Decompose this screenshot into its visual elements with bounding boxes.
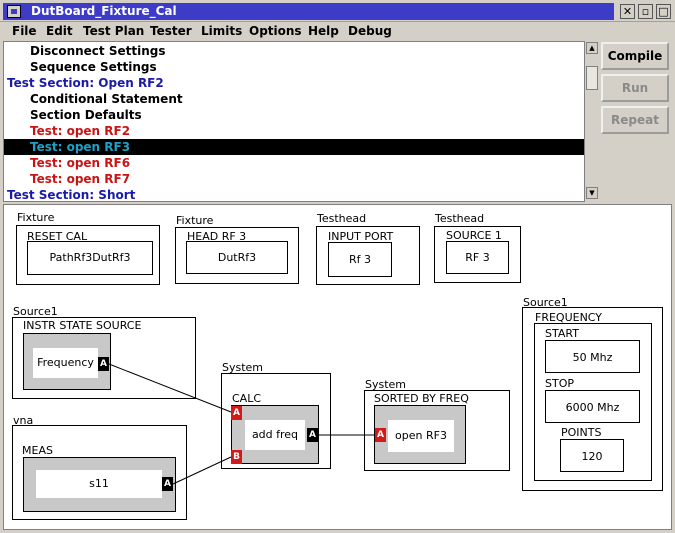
- block-title: INSTR STATE SOURCE: [23, 319, 142, 332]
- compile-button[interactable]: Compile: [601, 42, 669, 70]
- block-title: SOURCE 1: [446, 229, 502, 242]
- test-plan-list[interactable]: Disconnect Settings Sequence Settings Te…: [3, 41, 597, 202]
- stop-value[interactable]: 6000 Mhz: [545, 390, 640, 423]
- minimize-icon[interactable]: ▫: [638, 4, 653, 19]
- input-port-b[interactable]: B: [231, 450, 242, 464]
- output-port-a[interactable]: A: [162, 477, 173, 491]
- menu-tester[interactable]: Tester: [150, 24, 192, 38]
- start-label: START: [545, 327, 579, 340]
- block-title: CALC: [232, 392, 262, 405]
- input-port-a[interactable]: A: [231, 406, 242, 420]
- menu-bar: File Edit Test Plan Tester Limits Option…: [0, 22, 675, 40]
- list-item-label: Test: open RF7: [30, 172, 131, 186]
- list-scrollbar[interactable]: ▲ ▼: [584, 41, 598, 202]
- block-title: MEAS: [22, 444, 53, 457]
- list-item[interactable]: Section Defaults: [4, 107, 584, 123]
- list-item[interactable]: Conditional Statement: [4, 91, 584, 107]
- title-bar: DutBoard_Fixture_Cal ✕ ▫ □: [0, 0, 675, 22]
- close-icon[interactable]: ✕: [620, 4, 635, 19]
- output-port-a[interactable]: A: [307, 428, 318, 442]
- block-group-label: Source1: [523, 296, 568, 309]
- menu-help[interactable]: Help: [308, 24, 339, 38]
- list-item[interactable]: Test Section: Short: [4, 187, 584, 202]
- list-item[interactable]: Test: open RF7: [4, 171, 584, 187]
- block-value: add freq: [245, 420, 305, 450]
- window-title: DutBoard_Fixture_Cal: [3, 3, 614, 20]
- list-item-selected[interactable]: Test: open RF3: [4, 139, 584, 155]
- list-item-label: Test Section: Short: [7, 188, 136, 202]
- window-menu-icon[interactable]: [7, 5, 21, 18]
- scroll-thumb[interactable]: [586, 66, 598, 90]
- block-group-label: Testhead: [317, 212, 367, 225]
- menu-test-plan[interactable]: Test Plan: [83, 24, 145, 38]
- list-item[interactable]: Disconnect Settings: [4, 43, 584, 59]
- list-item[interactable]: Test Section: Open RF2: [4, 75, 584, 91]
- list-item-label: Section Defaults: [30, 108, 142, 122]
- scroll-down-icon[interactable]: ▼: [586, 187, 598, 199]
- list-item-label: Test: open RF3: [30, 140, 131, 154]
- output-port-a[interactable]: A: [98, 357, 109, 371]
- menu-limits[interactable]: Limits: [201, 24, 243, 38]
- run-button[interactable]: Run: [601, 74, 669, 102]
- list-item-label: Disconnect Settings: [30, 44, 166, 58]
- menu-debug[interactable]: Debug: [348, 24, 392, 38]
- list-item-label: Conditional Statement: [30, 92, 183, 106]
- block-title: SORTED BY FREQ: [374, 392, 469, 405]
- block-value: open RF3: [388, 420, 454, 452]
- list-item[interactable]: Test: open RF2: [4, 123, 584, 139]
- block-group-label: Fixture: [176, 214, 214, 227]
- list-item[interactable]: Sequence Settings: [4, 59, 584, 75]
- block-title: INPUT PORT: [328, 230, 394, 243]
- block-value: Frequency: [33, 348, 98, 378]
- block-group-label: Fixture: [17, 211, 55, 224]
- menu-file[interactable]: File: [12, 24, 37, 38]
- stop-label: STOP: [545, 377, 574, 390]
- block-group-label: System: [365, 378, 407, 391]
- block-group-label: vna: [13, 414, 34, 427]
- block-group-label: Source1: [13, 305, 58, 318]
- list-item-label: Sequence Settings: [30, 60, 157, 74]
- block-value: PathRf3DutRf3: [27, 241, 153, 275]
- list-item-label: Test: open RF6: [30, 156, 131, 170]
- block-title: RESET CAL: [27, 230, 88, 243]
- points-value[interactable]: 120: [560, 439, 624, 472]
- block-title: HEAD RF 3: [187, 230, 247, 243]
- block-value: Rf 3: [328, 242, 392, 277]
- list-item-label: Test: open RF2: [30, 124, 131, 138]
- block-value: RF 3: [446, 241, 509, 274]
- list-item[interactable]: Test: open RF6: [4, 155, 584, 171]
- repeat-button[interactable]: Repeat: [601, 106, 669, 134]
- block-group-label: System: [222, 361, 264, 374]
- points-label: POINTS: [561, 426, 602, 439]
- start-value[interactable]: 50 Mhz: [545, 340, 640, 373]
- menu-options[interactable]: Options: [249, 24, 302, 38]
- scroll-up-icon[interactable]: ▲: [586, 42, 598, 54]
- maximize-icon[interactable]: □: [656, 4, 671, 19]
- block-value: s11: [36, 470, 162, 498]
- block-value: DutRf3: [186, 241, 288, 274]
- list-item-label: Test Section: Open RF2: [7, 76, 164, 90]
- block-title: FREQUENCY: [535, 311, 603, 324]
- input-port-a[interactable]: A: [375, 428, 386, 442]
- block-group-label: Testhead: [435, 212, 485, 225]
- menu-edit[interactable]: Edit: [46, 24, 73, 38]
